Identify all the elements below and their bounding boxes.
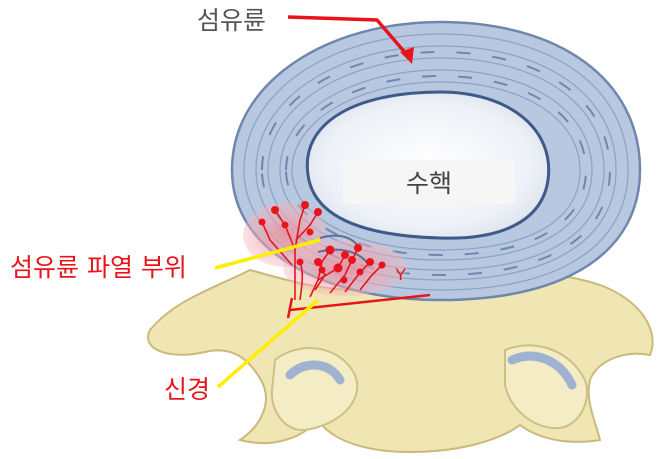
nerve-ending-y-label: Y [395,265,406,284]
annulus-tear-region [243,203,407,296]
nerve-trunk [286,293,431,319]
nerve-pointer-line [216,298,320,389]
nerve-endings [258,201,386,284]
tear-site-pointer-line [214,238,321,270]
nerve-label: 신경 [164,375,211,404]
tear-site-label: 섬유륜 파열 부위 [10,253,187,282]
annulus-label: 섬유륜 [197,6,267,35]
nucleus-label: 수핵 [405,169,452,198]
annulus-arrow [287,15,414,64]
vertebra-bone [147,268,654,454]
nucleus-label-box: 수핵 [343,160,515,204]
